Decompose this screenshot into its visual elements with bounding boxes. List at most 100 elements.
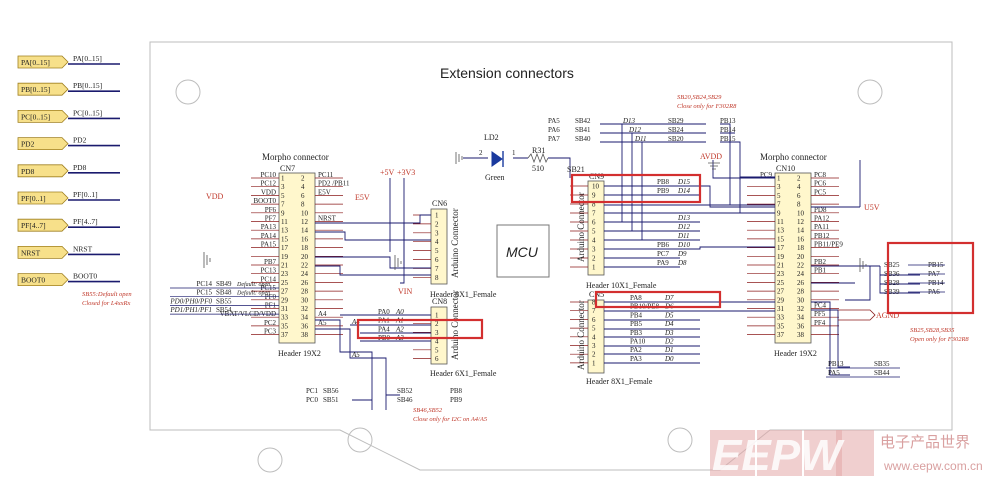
- pin-number-even: 14: [797, 227, 805, 235]
- pin-net-right: PD8: [814, 206, 827, 214]
- power-5v: +5V: [380, 168, 395, 177]
- pin-net-left: PA14: [261, 232, 277, 240]
- net-arduino: D15: [677, 178, 691, 186]
- port-flag-label: BOOT0: [21, 276, 45, 285]
- cn8-ref: CN8: [432, 297, 447, 306]
- pin-number-even: 28: [797, 288, 805, 296]
- port-flag: [17, 245, 69, 259]
- pin-number: 6: [435, 355, 439, 363]
- pin-number-odd: 13: [281, 227, 289, 235]
- sb-port: PB15: [720, 135, 736, 143]
- pin-number-even: 24: [301, 270, 309, 278]
- pin-number-odd: 27: [281, 288, 289, 296]
- port-flag: [17, 191, 69, 205]
- net-arduino: D9: [677, 250, 687, 258]
- pin-net-left: PC3: [264, 328, 277, 336]
- pin-number-odd: 25: [777, 279, 785, 287]
- cn9-ref: CN9: [589, 172, 604, 181]
- net-port: PA8: [630, 294, 642, 302]
- pin-number: 4: [592, 237, 596, 245]
- highlight-cn8-a2: [356, 318, 484, 340]
- pin-number-even: 4: [797, 183, 801, 191]
- pin-net-left: BOOT0: [253, 197, 276, 205]
- pin-number-odd: 29: [281, 296, 289, 304]
- port-net-label: PC[0..15]: [73, 108, 102, 117]
- pin-number-even: 18: [797, 244, 805, 252]
- net-port: PA3: [630, 355, 642, 363]
- pin-number-even: 34: [301, 314, 309, 322]
- pin-number: 5: [435, 247, 439, 255]
- pin-number: 1: [592, 359, 596, 367]
- pin-number-odd: 5: [281, 192, 285, 200]
- pin-net-right: PC6: [814, 180, 827, 188]
- net-arduino: A5: [351, 351, 360, 359]
- pin-number-odd: 25: [281, 279, 289, 287]
- cn6-name: Arduino Connector: [450, 208, 460, 278]
- port-flag-label: PB[0..15]: [21, 85, 50, 94]
- led-ld2: LD2 Green 2 1 R31 510 SB21: [479, 133, 585, 182]
- sb-port: PB9: [450, 396, 463, 404]
- cn5-name: Arduino Connector: [576, 300, 586, 370]
- pin-number-even: 6: [301, 192, 305, 200]
- sb-port: PB8: [450, 387, 463, 395]
- sb-port: PA5: [548, 117, 560, 125]
- port-flag-label: NRST: [21, 248, 41, 257]
- sb-port: PA5: [828, 369, 840, 377]
- pin-number: 8: [435, 274, 439, 282]
- net-arduino: D5: [664, 311, 674, 319]
- sb-ref: SB35: [874, 360, 890, 368]
- pin-number-even: 36: [797, 322, 805, 330]
- notes: SB55:Default open Closed for L4xxRx SB46…: [82, 94, 969, 423]
- cn10-ref: CN10: [776, 164, 795, 173]
- watermark-cn: 电子产品世界: [880, 434, 970, 451]
- sb-port: PB14: [720, 126, 736, 134]
- port-flag: [17, 110, 69, 123]
- pin-number-odd: 31: [281, 305, 289, 313]
- net-arduino: A0: [395, 308, 404, 316]
- port-flag: [17, 273, 69, 287]
- power-vdd: VDD: [206, 192, 224, 201]
- sb-port: PA6: [548, 126, 560, 134]
- net-port: PA4: [378, 325, 390, 333]
- pin-number-even: 26: [797, 279, 805, 287]
- board-outline: [149, 41, 953, 473]
- pin-number: 2: [592, 255, 596, 263]
- port-flag-label: PD2: [21, 140, 35, 149]
- pin-number: 3: [435, 329, 439, 337]
- pin-number: 4: [435, 338, 439, 346]
- net-arduino: D4: [664, 320, 674, 328]
- pin-number-even: 12: [797, 218, 805, 226]
- pin-number-even: 32: [797, 305, 805, 313]
- port-net-label: NRST: [73, 244, 93, 253]
- port-flag: [17, 82, 69, 96]
- pin-number-odd: 33: [281, 314, 289, 322]
- note-sb20-b: Close only for F302R8: [677, 103, 737, 110]
- pin-number-even: 36: [301, 322, 309, 330]
- pin-net-right: PB12: [814, 232, 830, 240]
- pin-number-even: 30: [797, 296, 805, 304]
- pin-number-even: 26: [301, 279, 309, 287]
- pin-number: 2: [435, 320, 439, 328]
- net-arduino: D3: [664, 329, 674, 337]
- pin-number: 1: [435, 312, 439, 320]
- led-sb: SB21: [567, 165, 585, 174]
- pin-number: 6: [592, 219, 596, 227]
- pin-number-odd: 23: [777, 270, 785, 278]
- pin-net-left: VDD: [261, 188, 276, 196]
- sb-ref: SB49: [216, 280, 232, 288]
- pin-net-right: PB11/PE9: [814, 241, 843, 249]
- pin-number-odd: 13: [777, 227, 785, 235]
- pin-net-right: PB1: [814, 267, 827, 275]
- pin-net-left: PC9: [760, 171, 773, 179]
- pin-number-even: 6: [797, 192, 801, 200]
- pin-number: 2: [435, 220, 439, 228]
- pin-net-right: A5: [318, 319, 327, 327]
- pin-number-even: 28: [301, 288, 309, 296]
- pin-number-even: 8: [301, 201, 305, 209]
- pin-number-odd: 33: [777, 314, 785, 322]
